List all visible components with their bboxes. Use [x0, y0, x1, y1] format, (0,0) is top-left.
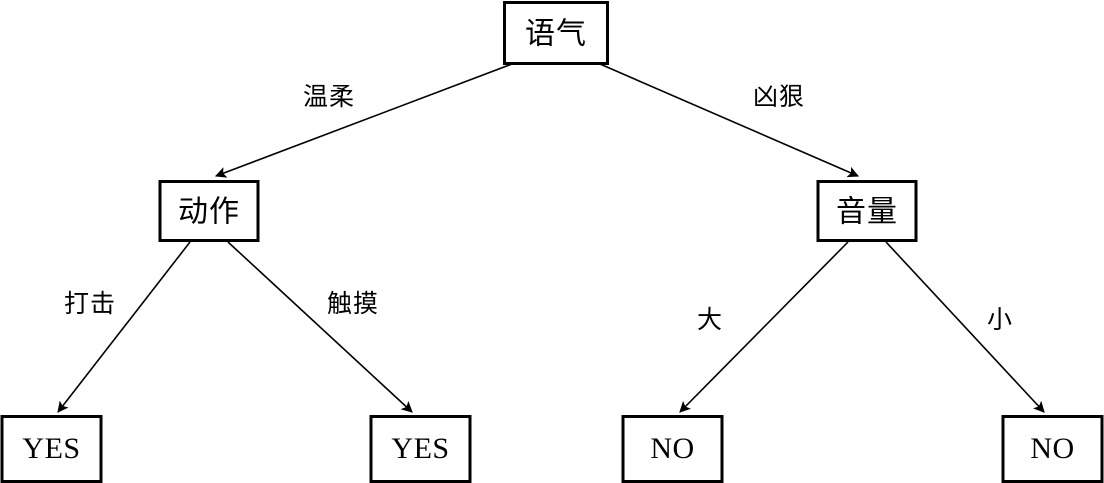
- edge-action-to-leaf1: [57, 241, 191, 413]
- node-volume-label: 音量: [836, 195, 898, 230]
- node-root-label: 语气: [525, 17, 587, 52]
- node-leaf-no-loud: NO: [621, 414, 724, 483]
- node-leaf-no-quiet: NO: [1001, 414, 1104, 483]
- edge-volume-to-leaf3: [679, 241, 849, 413]
- edge-label-group: 温柔 凶狠 打击 触摸 大 小: [64, 82, 1013, 334]
- edge-label-gentle: 温柔: [303, 82, 355, 111]
- edge-volume-to-leaf4: [885, 241, 1045, 413]
- node-action-label: 动作: [178, 195, 240, 230]
- node-volume: 音量: [816, 179, 918, 243]
- edge-group: [57, 63, 1045, 413]
- node-leaf3-label: NO: [650, 432, 694, 465]
- edge-label-strike: 打击: [64, 289, 116, 318]
- edge-root-to-action: [214, 63, 513, 178]
- node-action: 动作: [158, 179, 260, 243]
- node-root: 语气: [502, 0, 610, 66]
- edge-action-to-leaf2: [227, 241, 413, 413]
- edge-label-loud: 大: [697, 305, 723, 334]
- edge-root-to-volume: [599, 63, 860, 178]
- node-leaf2-label: YES: [391, 432, 449, 465]
- node-leaf1-label: YES: [22, 432, 80, 465]
- edge-label-quiet: 小: [987, 305, 1013, 334]
- node-leaf4-label: NO: [1030, 432, 1074, 465]
- edge-label-fierce: 凶狠: [753, 82, 805, 111]
- edge-label-touch: 触摸: [327, 289, 379, 318]
- node-leaf-yes-touch: YES: [369, 414, 472, 483]
- node-leaf-yes-strike: YES: [0, 414, 103, 483]
